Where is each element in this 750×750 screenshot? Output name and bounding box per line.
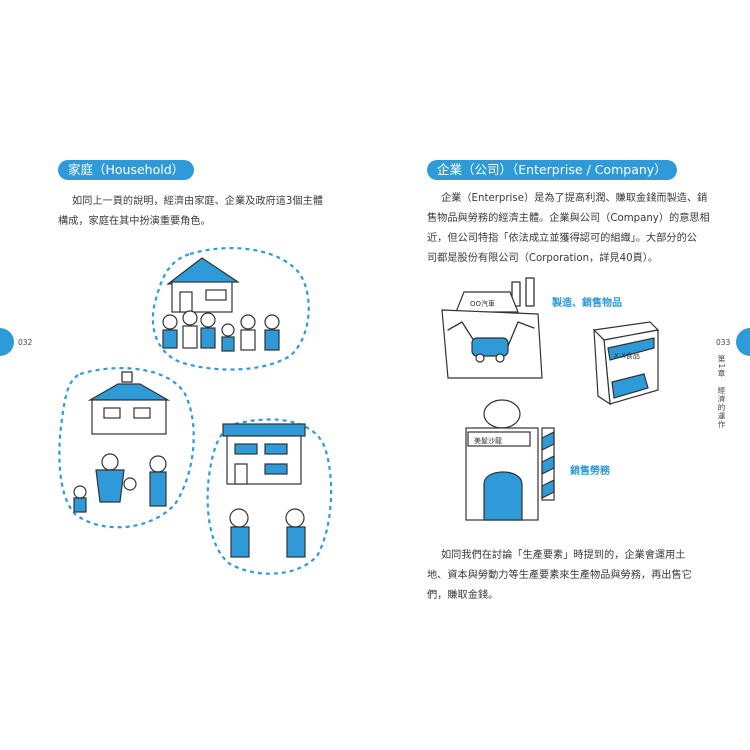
paragraph-line: 售物品與勞務的經濟主體。企業與公司（Company）的意思相 xyxy=(427,213,710,224)
family-figures xyxy=(162,310,280,352)
salon-sign: 美髮沙龍 xyxy=(474,436,502,445)
page-tab-left xyxy=(0,328,14,356)
person-figures xyxy=(229,508,306,558)
page-number-right: 033 xyxy=(716,338,731,347)
paragraph-line: 如同上一頁的說明，經濟由家庭、企業及政府這3個主體 xyxy=(72,196,323,207)
house-drawing xyxy=(87,371,171,435)
paragraph-line: 企業（Enterprise）是為了提高利潤、賺取金錢而製造、銷 xyxy=(441,193,708,204)
household-worker-illustration xyxy=(58,366,195,529)
page-number-left: 032 xyxy=(18,338,33,347)
salon-drawing: 美髮沙龍 xyxy=(465,399,539,521)
section-heading-household: 家庭（Household） xyxy=(58,160,195,180)
paragraph-line: 構成，家庭在其中扮演重要角色。 xyxy=(58,216,211,227)
food-box-drawing: X.X食品 xyxy=(592,321,660,406)
household-family-illustration xyxy=(151,246,310,371)
money-mark-holder: $ xyxy=(0,0,1,1)
paragraph-line: 地、資本與勞動力等生產要素來生產物品與勞務，再出售它 xyxy=(427,570,692,581)
building-drawing xyxy=(222,423,306,485)
factory-drawing: OO汽車 xyxy=(441,277,543,379)
enterprise-illustration: OO汽車 製造、銷售物品 X.X食品 美髮沙龍 銷售勞務 xyxy=(441,277,660,521)
factory-sign: OO汽車 xyxy=(470,299,495,308)
enterprise-intro-paragraph: 企業（Enterprise）是為了提高利潤、賺取金錢而製造、銷 售物品與勞務的經… xyxy=(427,189,710,269)
house-drawing xyxy=(166,257,240,313)
paragraph-line: 近，但公司特指「依法成立並獲得認可的組織」。大部分的公 xyxy=(427,233,697,244)
label-goods: 製造、銷售物品 xyxy=(551,296,622,309)
worker-figures xyxy=(73,453,167,513)
food-box-label: X.X食品 xyxy=(614,351,640,360)
chapter-label-vertical: 第1章 經濟的運作 xyxy=(717,355,726,429)
paragraph-line: 司都是股份有限公司（Corporation，詳見40頁）。 xyxy=(427,253,659,264)
household-government-illustration xyxy=(206,418,333,575)
household-paragraph: 如同上一頁的說明，經濟由家庭、企業及政府這3個主體 構成，家庭在其中扮演重要角色… xyxy=(58,192,323,232)
barber-pole-drawing xyxy=(541,427,555,501)
paragraph-line: 如同我們在討論「生產要素」時提到的，企業會運用土 xyxy=(441,550,686,561)
label-services: 銷售勞務 xyxy=(570,464,611,477)
page-tab-right xyxy=(736,328,750,356)
section-heading-enterprise: 企業（公司）（Enterprise / Company） xyxy=(427,160,677,180)
paragraph-line: 們，賺取金錢。 xyxy=(427,590,499,601)
enterprise-closing-paragraph: 如同我們在討論「生產要素」時提到的，企業會運用土 地、資本與勞動力等生產要素來生… xyxy=(427,546,692,606)
